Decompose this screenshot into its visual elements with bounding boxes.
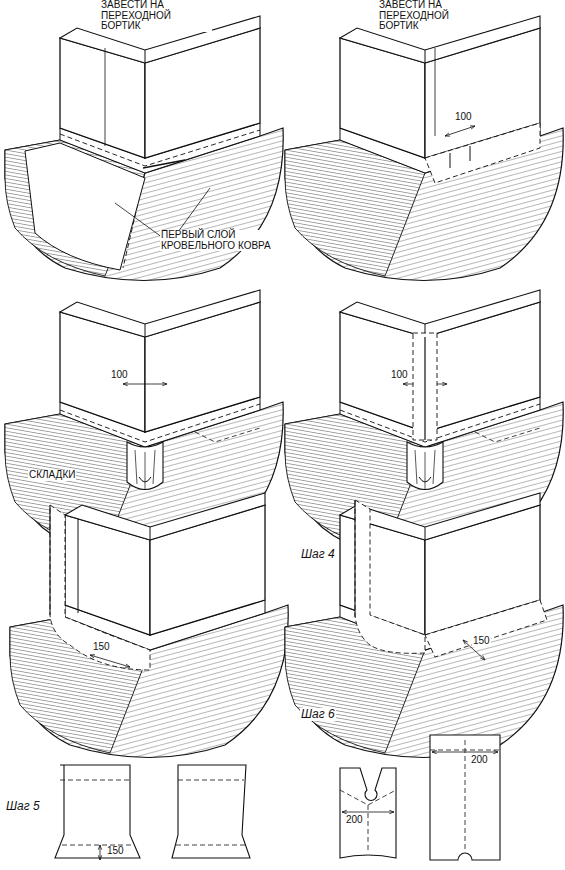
drawing-stroke (407, 442, 443, 490)
drawing-stroke (176, 780, 246, 845)
drawing-stroke (445, 133, 450, 136)
drawing-stroke (435, 48, 436, 136)
drawing-stroke (127, 442, 163, 490)
drawing-stroke (432, 750, 437, 753)
drawing-stroke (78, 519, 79, 613)
drawing-stroke (430, 735, 500, 860)
drawing-stroke (355, 500, 425, 653)
drawing-stroke (143, 160, 185, 168)
dimension: 100 (390, 370, 409, 381)
drawing-stroke (49, 505, 50, 615)
drawing-stroke (340, 290, 540, 337)
drawing-stroke (340, 790, 396, 852)
dimension: 100 (110, 370, 129, 381)
dimension: 200 (470, 755, 489, 766)
drawing-stroke (425, 50, 426, 63)
drawing-stroke (98, 855, 101, 860)
drawing-stroke (470, 126, 475, 129)
dimension: 150 (472, 636, 491, 647)
drawing-stroke (172, 765, 250, 858)
drawing-stroke (425, 600, 547, 657)
drawing-stroke (450, 146, 470, 168)
dimension: 150 (92, 642, 111, 653)
roof-corner-view (10, 493, 288, 758)
drawing-stroke (60, 290, 260, 337)
drawing-stroke (340, 404, 540, 442)
drawing-stroke (100, 845, 101, 860)
drawing-stroke (445, 126, 475, 136)
drawing-stroke (60, 780, 134, 845)
drawing-stroke (135, 450, 155, 490)
drawing-stroke (25, 143, 145, 270)
drawing-stroke (342, 812, 394, 813)
drawing-stroke (475, 428, 540, 442)
drawing-stroke (340, 768, 396, 858)
step-label: Шаг 6 (300, 708, 336, 721)
note: ЗАВЕСТИ НА ПЕРЕХОДНОЙ БОРТИК (100, 0, 212, 32)
dimension: 200 (345, 815, 364, 826)
drawing-stroke (415, 450, 435, 490)
drawing-stroke (419, 477, 431, 482)
roof-corner-view (5, 16, 283, 281)
note: ПЕРВЫЙ СЛОЙ КРОВЕЛЬНОГО КОВРА (160, 230, 272, 251)
drawing-stroke (354, 500, 355, 617)
roof-corner-view (285, 493, 563, 758)
drawing-stroke (425, 527, 426, 540)
drawing-stroke (90, 655, 95, 658)
dimension: 150 (106, 846, 125, 857)
drawing-stroke (195, 428, 260, 442)
drawing-stroke (145, 324, 146, 337)
dimension: 100 (454, 112, 473, 123)
note: ЗАВЕСТИ НА ПЕРЕХОДНОЙ БОРТИК (378, 0, 485, 32)
drawing-stroke (442, 382, 447, 385)
drawing-stroke (480, 656, 485, 660)
drawing-stroke (125, 664, 130, 667)
drawing-stroke (65, 493, 265, 540)
drawing-stroke (60, 404, 260, 442)
drawing-stroke (145, 50, 146, 63)
drawing-stroke (50, 505, 150, 670)
drawing-stroke (55, 765, 140, 858)
note: СКЛАДКИ (28, 470, 76, 481)
drawing-stroke (430, 740, 500, 852)
drawing-stroke (432, 752, 498, 753)
drawing-stroke (162, 382, 167, 385)
drawing-stroke (389, 810, 394, 813)
drawing-stroke (105, 48, 106, 146)
drawing-stroke (150, 527, 151, 540)
roof-corner-view (285, 16, 563, 281)
drawing-stroke (403, 382, 408, 385)
drawing-stroke (90, 655, 130, 667)
drawing-stroke (342, 810, 347, 813)
drawing-stroke (123, 384, 167, 385)
step-label: Шаг 4 (300, 548, 336, 561)
drawing-stroke (413, 333, 437, 440)
drawing-stroke (463, 640, 468, 644)
drawing-stroke (139, 477, 151, 482)
step-label: Шаг 5 (5, 800, 41, 813)
drawing-stroke (98, 845, 101, 850)
drawing-stroke (425, 123, 540, 183)
drawing-stroke (123, 382, 128, 385)
cut-templates (55, 735, 500, 860)
drawing-stroke (493, 750, 498, 753)
drawing-stroke (424, 337, 425, 440)
